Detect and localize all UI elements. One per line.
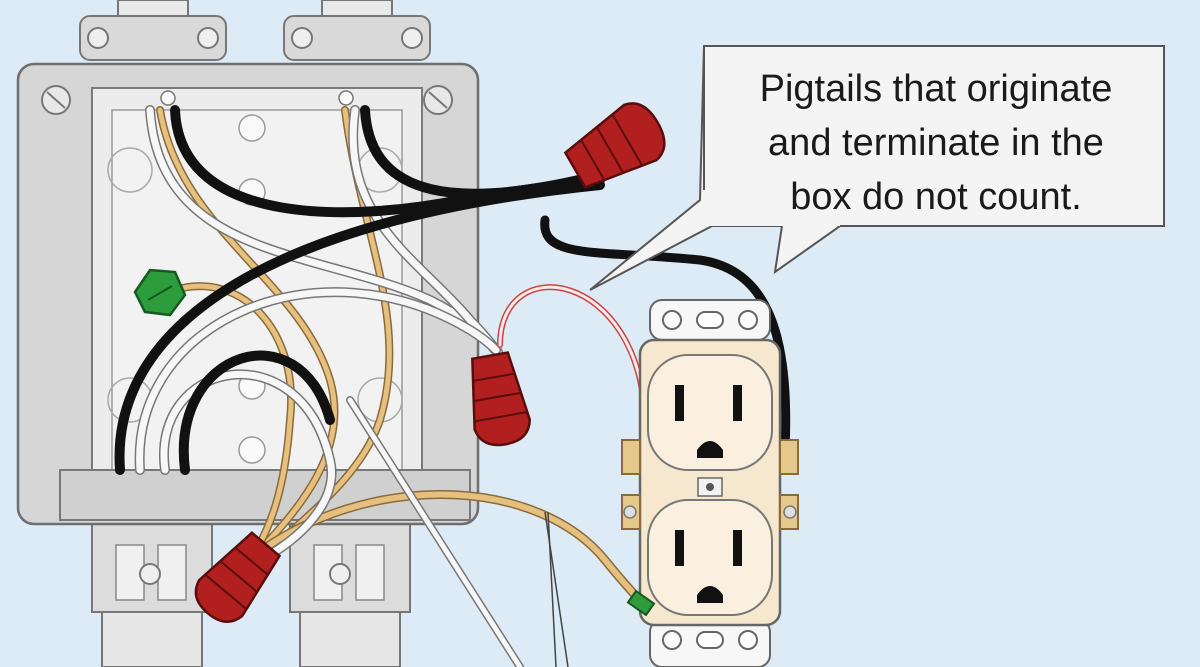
bottom-right-connector (289, 521, 411, 667)
ground-screw-icon (133, 268, 187, 317)
wire-nut-icon (563, 102, 666, 189)
bottom-left-connector (91, 521, 213, 667)
white-wires (134, 105, 648, 667)
pointer-lines (544, 511, 569, 667)
wire-nut-ground (194, 531, 282, 623)
callout-line-3: box do not count. (790, 176, 1082, 218)
callout-bubble (589, 45, 1165, 291)
callout-text: Pigtails that originate and terminate in… (712, 62, 1160, 224)
wire-nut-neutral (471, 351, 532, 447)
callout-line-2: and terminate in the (768, 122, 1104, 164)
callout-line-1: Pigtails that originate (759, 68, 1113, 110)
top-left-connector (79, 0, 227, 61)
top-right-connector (283, 0, 431, 61)
black-wires (114, 105, 791, 475)
duplex-receptacle-icon (621, 299, 799, 667)
